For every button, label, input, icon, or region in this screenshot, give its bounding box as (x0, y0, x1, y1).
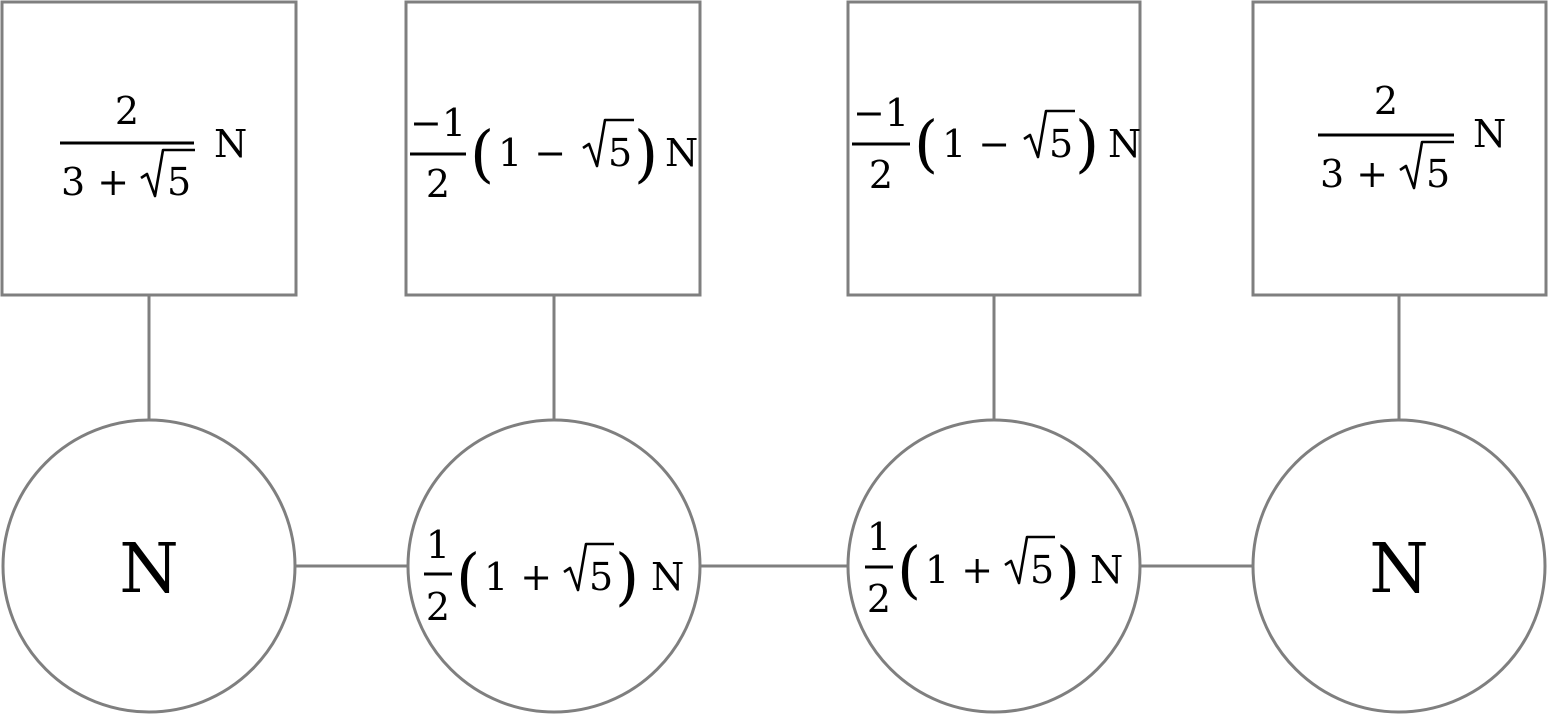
box-3-inner-a: 1 − (942, 122, 1010, 166)
box-1-numerator: 2 (115, 89, 139, 133)
circle-3-label: 1 2 ( 1 + 5 ) N (865, 515, 1123, 621)
box-3-numerator: −1 (853, 91, 909, 135)
circle-3-unit: N (1090, 548, 1123, 592)
box-3-open-paren: ( (914, 107, 938, 180)
circle-3-open-paren: ( (897, 533, 921, 606)
box-2-inner-a: 1 − (498, 131, 566, 175)
box-3-sqrt-icon (1023, 109, 1075, 159)
circle-3-denominator: 2 (867, 577, 891, 621)
circle-3 (846, 418, 1142, 714)
box-1-sqrt-icon (140, 148, 195, 198)
circle-2 (406, 418, 702, 714)
box-4-denominator-b: 5 (1426, 152, 1450, 196)
box-2-denominator: 2 (426, 162, 450, 206)
box-4-label: 2 3 + 5 N (1318, 79, 1506, 196)
box-3-unit: N (1108, 122, 1141, 166)
box-2-sqrt-icon (582, 118, 634, 168)
box-4 (1251, 0, 1548, 297)
box-1-label: 2 3 + 5 N (60, 89, 247, 204)
circle-4 (1251, 418, 1547, 714)
circle-3-inner-a: 1 + (925, 548, 993, 592)
circle-2-sqrt-icon (563, 542, 614, 592)
box-4-denominator-a: 3 + (1320, 152, 1388, 196)
box-1-denominator-b: 5 (167, 160, 191, 204)
box-2-unit: N (665, 131, 698, 175)
circle-2-label: 1 2 ( 1 + 5 ) N (424, 523, 684, 629)
box-1-denominator-a: 3 + (61, 160, 129, 204)
box-3-denominator: 2 (869, 153, 893, 197)
circle-1-label: N (119, 530, 179, 609)
box-3 (846, 0, 1142, 297)
circle-3-close-paren: ) (1056, 533, 1080, 606)
circle-2-open-paren: ( (456, 540, 480, 613)
box-2-inner-b: 5 (608, 131, 632, 175)
circle-2-numerator: 1 (426, 523, 450, 567)
circle-3-numerator: 1 (867, 515, 891, 559)
box-2-open-paren: ( (470, 117, 494, 190)
circle-2-denominator: 2 (426, 585, 450, 629)
circle-2-inner-b: 5 (589, 555, 613, 599)
box-3-inner-b: 5 (1049, 122, 1073, 166)
circle-1 (1, 418, 297, 714)
box-3-label: −1 2 ( 1 − 5 ) N (852, 91, 1141, 197)
box-3-close-paren: ) (1075, 107, 1099, 180)
box-4-sqrt-icon (1399, 140, 1454, 190)
circle-3-inner-b: 5 (1030, 548, 1054, 592)
box-2-close-paren: ) (634, 117, 658, 190)
box-2 (404, 0, 702, 297)
circle-2-inner-a: 1 + (484, 555, 552, 599)
box-4-numerator: 2 (1374, 79, 1398, 123)
circle-2-close-paren: ) (615, 540, 639, 613)
box-2-numerator: −1 (410, 101, 466, 145)
box-2-label: −1 2 ( 1 − 5 ) N (410, 101, 698, 206)
circle-3-sqrt-icon (1004, 535, 1055, 585)
circle-4-label: N (1369, 530, 1429, 609)
box-1 (0, 0, 298, 297)
box-1-unit: N (214, 122, 247, 166)
circle-2-unit: N (651, 555, 684, 599)
box-4-unit: N (1473, 112, 1506, 156)
